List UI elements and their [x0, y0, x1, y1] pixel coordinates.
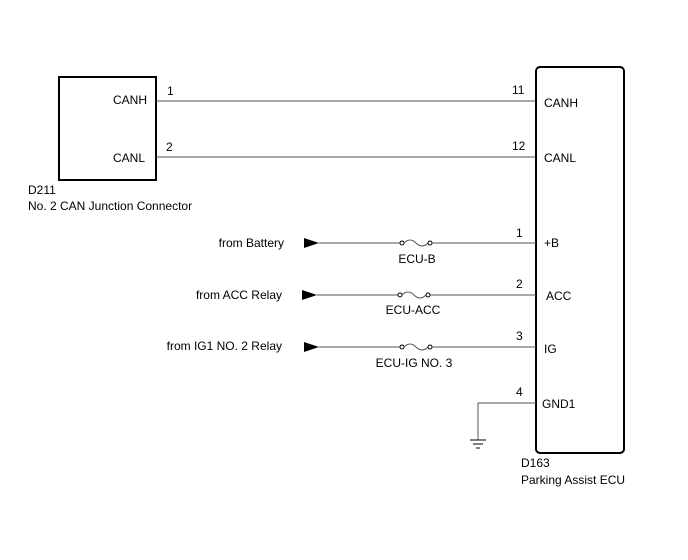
arrow-battery-icon: [304, 238, 319, 248]
source-label-battery: from Battery: [219, 236, 284, 250]
junction-pin-number-canl: 2: [166, 140, 173, 154]
ecu-pin-number-canh: 11: [512, 83, 525, 97]
fuse-label-ecu-acc: ECU-ACC: [386, 303, 441, 317]
junction-connector-code: D211: [28, 183, 56, 197]
source-label-acc-relay: from ACC Relay: [196, 288, 282, 302]
ecu-pin-label-ig: IG: [544, 342, 557, 356]
fuse-ecu-acc-icon: [401, 291, 427, 299]
ecu-pin-number-gnd1: 4: [516, 385, 523, 399]
fuse-ecu-ig-icon: [403, 343, 429, 351]
junction-pin-label-canh: CANH: [113, 93, 147, 107]
ecu-pin-label-b: +B: [544, 236, 559, 250]
fuse-terminal-right: [427, 344, 433, 350]
fuse-terminal-left: [399, 344, 405, 350]
ecu-code: D163: [521, 456, 550, 470]
arrow-acc-icon: [302, 290, 317, 300]
fuse-terminal-right: [427, 240, 433, 246]
fuse-ecu-b-icon: [403, 239, 429, 247]
ecu-box: [535, 66, 625, 454]
junction-connector-box: [58, 76, 157, 181]
ecu-pin-number-b: 1: [516, 226, 523, 240]
ecu-pin-number-ig: 3: [516, 329, 523, 343]
arrow-ig-icon: [304, 342, 319, 352]
junction-pin-label-canl: CANL: [113, 151, 145, 165]
fuse-terminal-left: [397, 292, 403, 298]
source-label-ig1-relay: from IG1 NO. 2 Relay: [167, 339, 282, 353]
fuse-label-ecu-ig: ECU-IG NO. 3: [376, 356, 453, 370]
ecu-pin-label-gnd1: GND1: [542, 397, 576, 411]
fuse-terminal-right: [425, 292, 431, 298]
fuse-label-ecu-b: ECU-B: [398, 252, 435, 266]
junction-connector-name: No. 2 CAN Junction Connector: [28, 199, 192, 213]
ecu-pin-number-canl: 12: [512, 139, 526, 153]
ecu-pin-number-acc: 2: [516, 277, 523, 291]
ecu-pin-label-canh: CANH: [544, 96, 578, 110]
fuse-terminal-left: [399, 240, 405, 246]
ground-icon: [470, 439, 486, 449]
ecu-name: Parking Assist ECU: [521, 473, 625, 487]
ecu-pin-label-canl: CANL: [544, 151, 576, 165]
wire-ground: [477, 402, 536, 440]
junction-pin-number-canh: 1: [167, 84, 174, 98]
ecu-pin-label-acc: ACC: [546, 289, 572, 303]
